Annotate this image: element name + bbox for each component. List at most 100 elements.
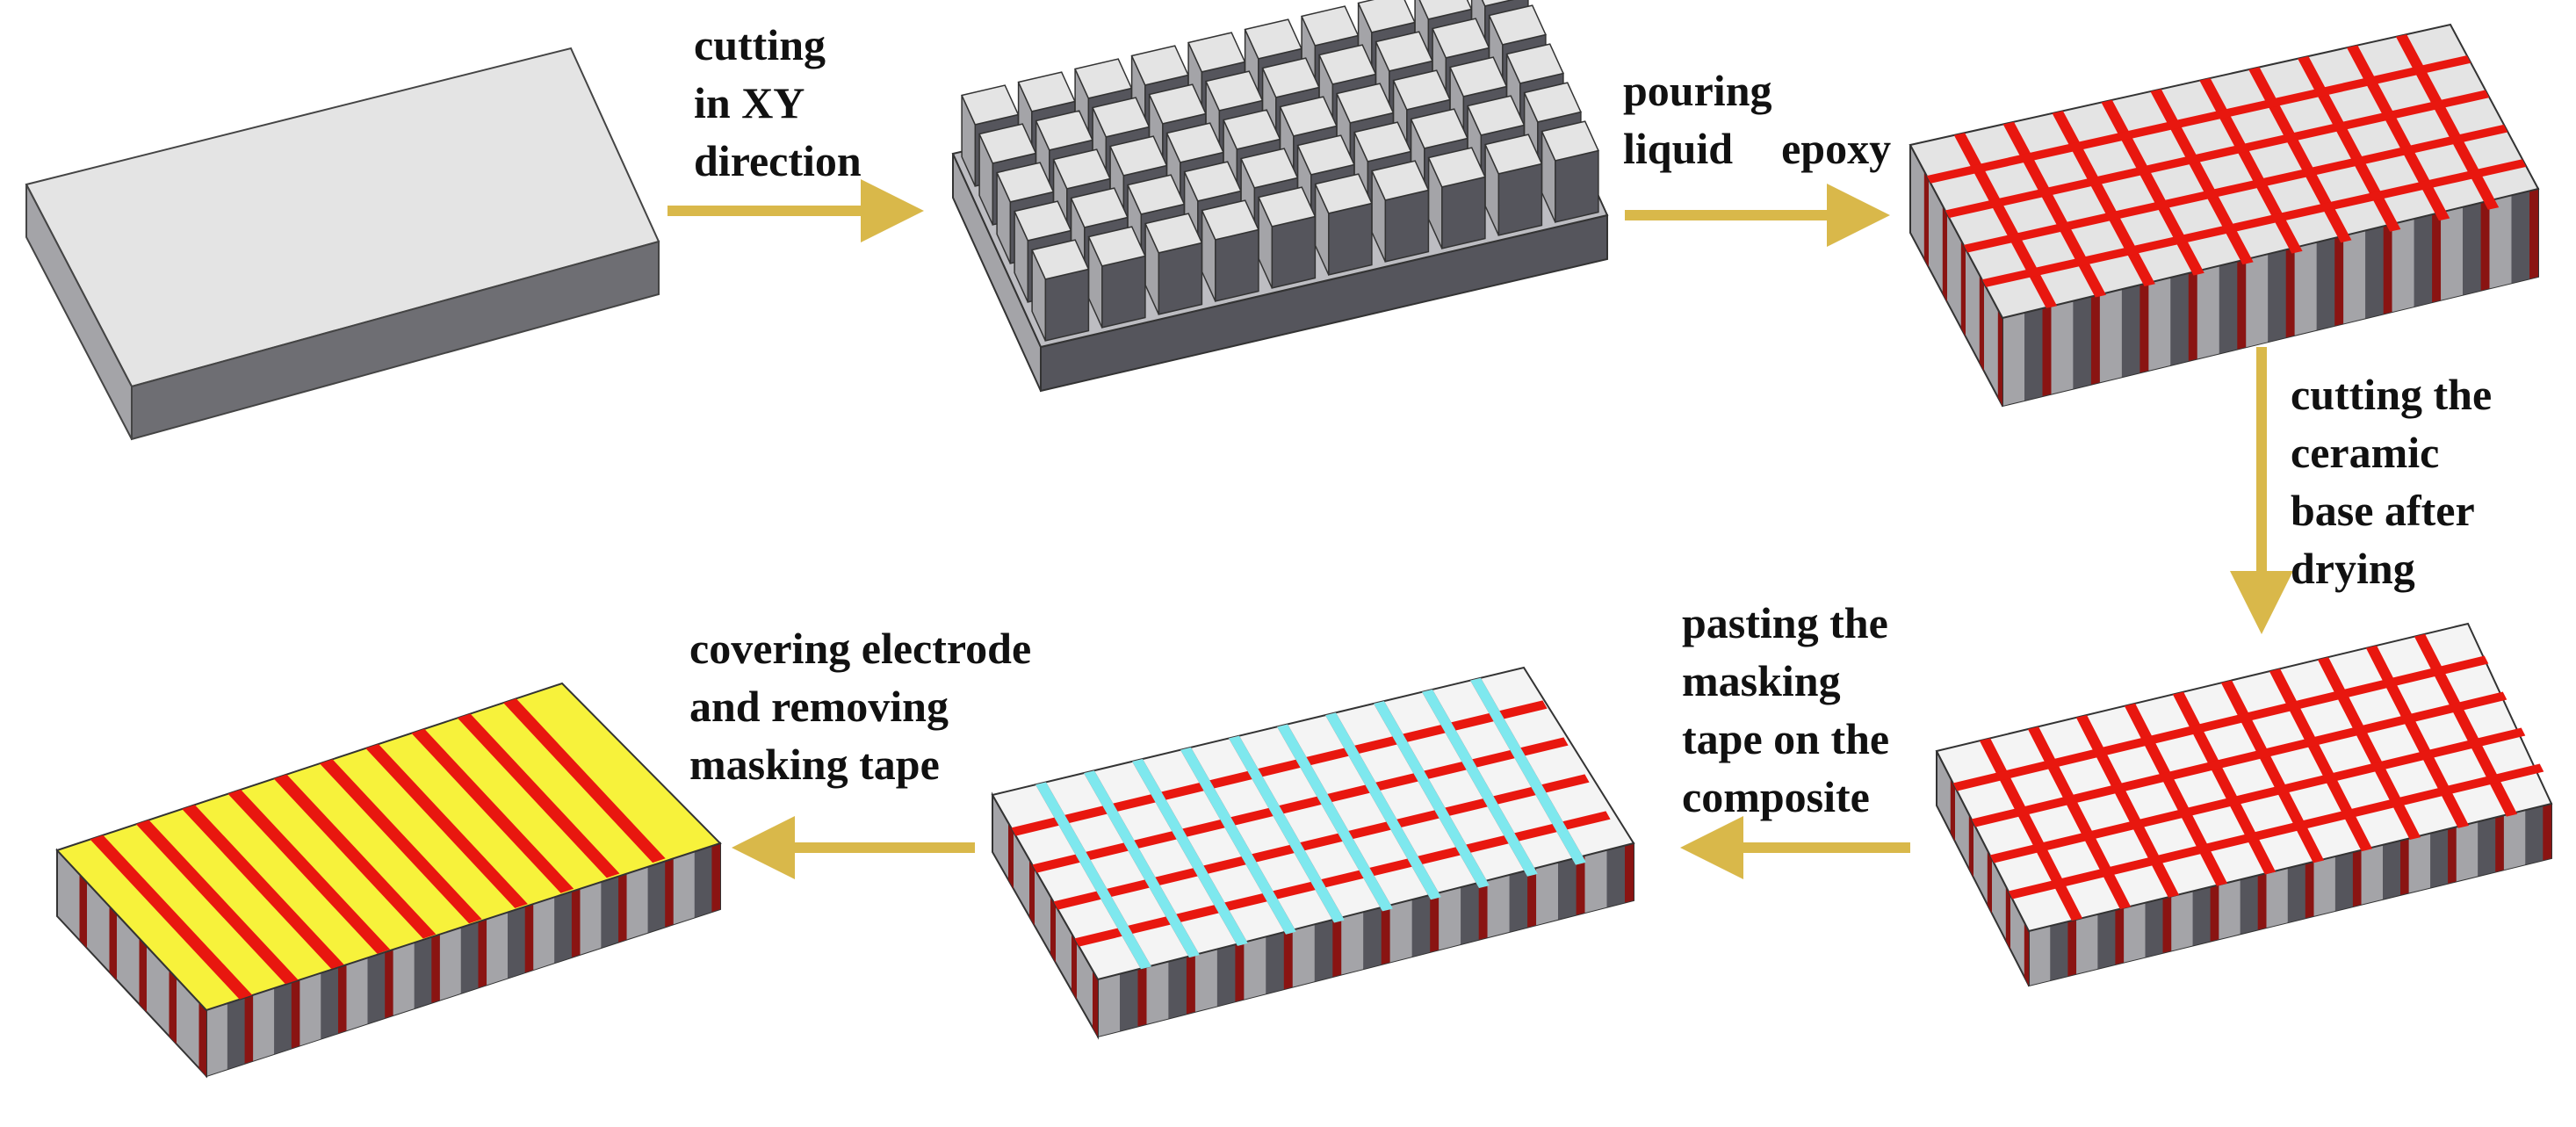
top-column-band <box>2248 67 2352 243</box>
front-epoxy-stripe <box>1186 954 1195 1015</box>
side-epoxy-stripe <box>1942 205 1947 302</box>
top-row-band <box>1989 727 2526 863</box>
front-column-light <box>253 988 275 1061</box>
top-column-band <box>2124 703 2228 886</box>
top-face <box>55 682 722 1012</box>
top-column-band <box>2002 121 2106 298</box>
front-column-light <box>2313 856 2335 916</box>
front-column-light <box>2392 219 2414 313</box>
front-column-light <box>2441 206 2463 300</box>
front-epoxy-stripe <box>2042 306 2052 396</box>
masking-tape-strip <box>1325 712 1441 900</box>
label-line: liquid epoxy <box>1623 124 1892 173</box>
label-cover-electrode: covering electrode and removing masking … <box>689 619 1031 793</box>
label-line: direction <box>694 136 862 185</box>
top-column-band <box>1953 133 2058 308</box>
masking-tape-strip <box>1229 735 1345 923</box>
front-column-light <box>1098 973 1120 1037</box>
pillar-front <box>1328 202 1373 276</box>
label-line: composite <box>1682 772 1870 821</box>
front-column-light <box>2361 844 2383 905</box>
front-epoxy-stripe <box>2432 212 2442 303</box>
pillar-front <box>1158 242 1203 315</box>
masking-tape-strip <box>1277 724 1394 912</box>
label-line: cutting <box>694 20 826 69</box>
label-line: ceramic <box>2291 428 2440 477</box>
ceramic-block <box>25 47 660 441</box>
side-epoxy-stripe <box>109 906 117 980</box>
pillar-front <box>1384 189 1430 263</box>
front-column-light <box>393 943 415 1015</box>
front-epoxy-stripe <box>2067 919 2077 977</box>
front-epoxy-stripe <box>338 964 347 1034</box>
composite-base-removed <box>1935 622 2553 987</box>
front-epoxy-stripe <box>244 994 254 1064</box>
masking-tape-strip <box>1422 689 1538 877</box>
side-epoxy-stripe <box>79 874 87 949</box>
pillar-front <box>1555 149 1599 223</box>
front-column-light <box>2489 195 2512 289</box>
front-column-light <box>2294 242 2317 336</box>
pillar-front <box>1497 163 1543 236</box>
front-epoxy-stripe <box>1576 856 1585 915</box>
side-epoxy-stripe <box>1950 777 1955 842</box>
side-epoxy-stripe <box>1997 309 2002 406</box>
top-column-band <box>2298 56 2401 232</box>
top-column-band <box>2220 680 2325 863</box>
composite-with-electrodes <box>55 682 722 1079</box>
front-column-light <box>2219 879 2240 940</box>
front-epoxy-stripe <box>1381 905 1390 964</box>
electrode-gap-stripe <box>135 820 299 985</box>
front-epoxy-stripe <box>1235 942 1245 1002</box>
front-column-light <box>1292 924 1315 987</box>
side-epoxy-stripe <box>139 938 147 1013</box>
pillar-front <box>1215 228 1259 302</box>
front-epoxy-stripe <box>431 934 440 1003</box>
top-column-band <box>2172 691 2277 875</box>
front-column-light <box>2503 810 2526 871</box>
top-row-band <box>1945 90 2490 219</box>
front-epoxy-stripe <box>2115 907 2125 964</box>
front-column-light <box>2456 821 2479 882</box>
front-epoxy-stripe <box>571 888 581 957</box>
pillar-top <box>1505 43 1564 84</box>
front-epoxy-stripe <box>1283 929 1293 990</box>
front-column-light <box>2246 254 2269 348</box>
pillar-top <box>1523 82 1582 123</box>
top-row-band <box>2008 763 2544 899</box>
side-epoxy-stripe <box>1093 970 1098 1037</box>
electrode-gap-stripe <box>411 728 574 893</box>
front-column-light <box>1536 862 1558 926</box>
label-pour-epoxy: pouring liquid epoxy <box>1623 61 1891 177</box>
top-column-band <box>2365 645 2470 828</box>
masking-tape-strip <box>1470 677 1586 865</box>
front-epoxy-stripe <box>2139 282 2149 373</box>
label-line: in XY <box>694 78 805 127</box>
front-column-light <box>1341 912 1364 975</box>
top-row-band <box>1926 55 2471 184</box>
front-epoxy-stripe <box>1332 917 1342 978</box>
front-column-light <box>2029 926 2051 986</box>
top-column-band <box>1979 738 2083 921</box>
front-epoxy-stripe <box>524 904 534 973</box>
front-epoxy-stripe <box>1430 892 1440 952</box>
pillar-front <box>1101 255 1146 329</box>
front-column-light <box>2197 265 2219 359</box>
top-column-band <box>2414 633 2518 817</box>
top-column-band <box>2347 45 2450 221</box>
side-epoxy-stripe <box>1960 240 1966 337</box>
front-epoxy-stripe <box>2162 896 2172 953</box>
front-epoxy-stripe <box>2090 294 2100 385</box>
front-epoxy-stripe <box>1137 966 1147 1027</box>
side-epoxy-stripe <box>1987 849 1992 914</box>
epoxy-filled-composite <box>1909 23 2540 408</box>
side-epoxy-stripe <box>2005 885 2010 950</box>
front-column-light <box>1487 874 1510 938</box>
masking-tape-strip <box>1132 759 1248 946</box>
front-column-light <box>299 972 321 1046</box>
front-column-light <box>206 1003 227 1076</box>
front-epoxy-stripe <box>2448 827 2457 884</box>
side-epoxy-stripe <box>198 1001 206 1076</box>
side-epoxy-stripe <box>1968 813 1973 878</box>
label-cut-base: cutting the ceramic base after drying <box>2291 365 2492 597</box>
